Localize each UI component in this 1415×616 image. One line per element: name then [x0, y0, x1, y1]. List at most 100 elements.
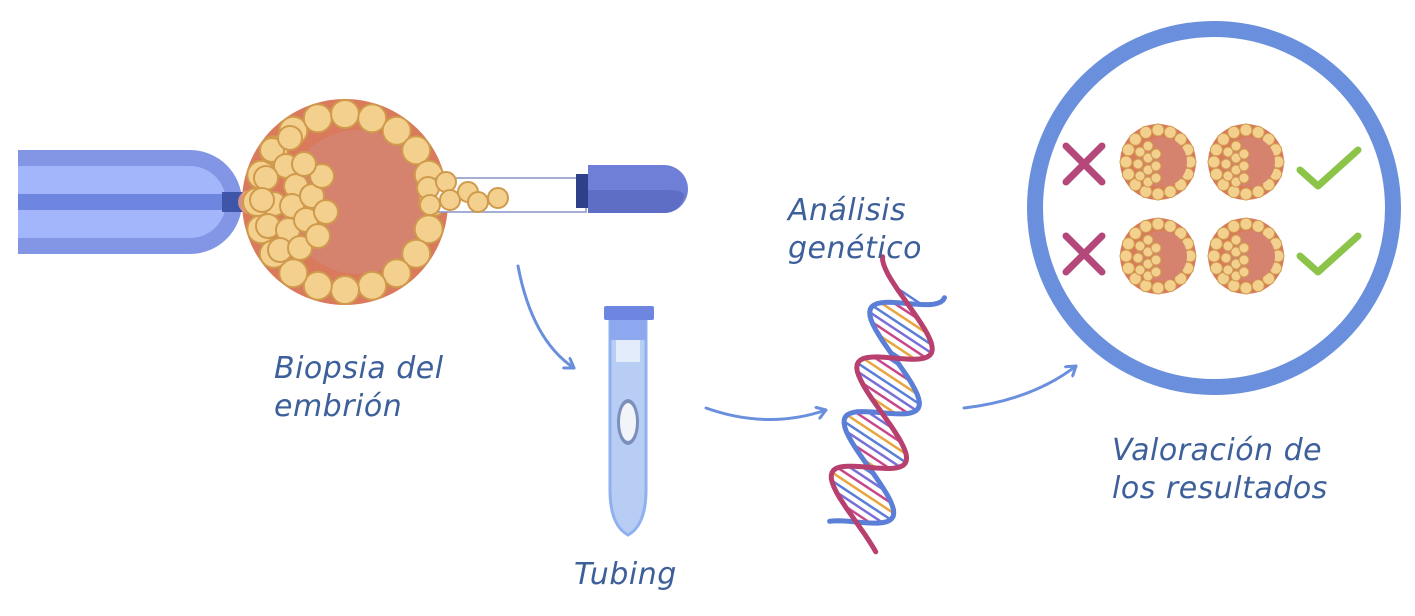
cell-icon: [278, 258, 309, 289]
dna-rung: [872, 304, 933, 346]
arrow-embryo-to-tube: [516, 264, 576, 370]
embryo-icon: [1207, 217, 1285, 295]
dna-rung: [861, 381, 909, 415]
cell-icon: [1142, 140, 1154, 152]
cell-icon: [1251, 279, 1265, 293]
cell-icon: [401, 238, 432, 269]
dna-rung: [852, 443, 891, 470]
dna-rung: [880, 301, 928, 335]
embryo-icon: [1207, 123, 1285, 201]
cell-icon: [305, 223, 331, 249]
cell-icon: [1150, 254, 1162, 266]
biopsy-label-line1: Biopsia del: [274, 351, 444, 386]
dna-rung: [837, 466, 893, 505]
cell-icon: [1227, 279, 1241, 293]
results-label: Valoración de los resultados: [1112, 432, 1328, 508]
dna-rung: [846, 413, 907, 456]
holding-pipette-icon: [18, 150, 244, 254]
results-panel: [1027, 21, 1401, 395]
arrow-dna-to-results: [962, 364, 1078, 410]
cell-icon: [1142, 234, 1154, 246]
dna-rung: [847, 465, 886, 492]
results-label-line1: Valoración de: [1112, 433, 1323, 468]
cell-icon: [1119, 155, 1133, 169]
check-icon: [1296, 232, 1362, 276]
biopsy-label-line2: embrión: [274, 389, 403, 424]
cell-icon: [1227, 185, 1241, 199]
cell-icon: [1139, 279, 1153, 293]
cell-icon: [1163, 219, 1177, 233]
cell-icon: [1163, 185, 1177, 199]
cell-icon: [1220, 252, 1232, 264]
cell-icon: [1227, 219, 1241, 233]
cell-icon: [1121, 143, 1135, 157]
tubing-label: Tubing: [574, 557, 677, 592]
cell-icon: [1222, 264, 1234, 276]
cell-icon: [1222, 146, 1234, 158]
cell-icon: [1209, 261, 1223, 275]
cell-icon: [1134, 146, 1146, 158]
genetic-analysis-label: Análisis genético: [788, 192, 922, 268]
cell-icon: [1220, 158, 1232, 170]
cell-icon: [1251, 185, 1265, 199]
cell-icon: [1216, 132, 1230, 146]
cell-icon: [381, 115, 412, 146]
cell-icon: [1163, 125, 1177, 139]
dna-rung: [862, 357, 918, 396]
cell-icon: [1121, 237, 1135, 251]
cross-icon: [1062, 142, 1106, 186]
arrow-tube-to-dna: [704, 408, 828, 421]
cell-icon: [1239, 123, 1253, 137]
results-label-line2: los resultados: [1112, 471, 1328, 506]
dna-rung: [831, 479, 892, 521]
cell-icon: [1139, 185, 1153, 199]
cell-icon: [1238, 242, 1250, 254]
cell-icon: [1134, 170, 1146, 182]
cell-icon: [1139, 125, 1153, 139]
cell-icon: [357, 270, 388, 301]
cell-icon: [249, 187, 275, 213]
cell-icon: [1151, 123, 1165, 137]
dna-rung: [856, 370, 917, 412]
cell-icon: [1150, 266, 1162, 278]
dna-rung: [843, 420, 907, 464]
dna-rung: [835, 491, 884, 524]
cell-icon: [1207, 249, 1221, 263]
cell-icon: [1207, 155, 1221, 169]
cell-icon: [1238, 254, 1250, 266]
dna-helix-icon: [827, 254, 947, 555]
dna-rung: [857, 362, 921, 406]
cell-icon: [1238, 160, 1250, 172]
cell-icon: [1134, 240, 1146, 252]
cell-icon: [1230, 140, 1242, 152]
cross-icon: [1062, 232, 1106, 276]
cell-icon: [1132, 158, 1144, 170]
biopsy-needle-icon: [416, 165, 688, 216]
cell-icon: [1216, 226, 1230, 240]
cell-icon: [1150, 148, 1162, 160]
cell-icon: [313, 199, 339, 225]
embryo-icon: [1119, 123, 1197, 201]
cell-icon: [1150, 172, 1162, 184]
biopsy-label: Biopsia del embrión: [274, 350, 444, 426]
dna-rung: [871, 321, 927, 359]
cell-icon: [287, 235, 313, 261]
dna-rung: [878, 334, 916, 361]
cell-icon: [309, 163, 335, 189]
cell-icon: [1209, 143, 1223, 157]
cell-icon: [1151, 217, 1165, 231]
cell-icon: [357, 103, 388, 134]
cell-icon: [330, 275, 360, 305]
check-icon: [1296, 146, 1362, 190]
cell-icon: [1209, 237, 1223, 251]
cell-icon: [1121, 167, 1135, 181]
cell-icon: [401, 135, 432, 166]
dna-rung: [869, 311, 933, 355]
cell-icon: [1227, 125, 1241, 139]
cell-icon: [1239, 281, 1253, 295]
cell-icon: [1238, 148, 1250, 160]
dna-rung: [873, 355, 911, 383]
cell-icon: [1150, 242, 1162, 254]
cell-icon: [381, 258, 412, 289]
cell-icon: [1139, 219, 1153, 233]
